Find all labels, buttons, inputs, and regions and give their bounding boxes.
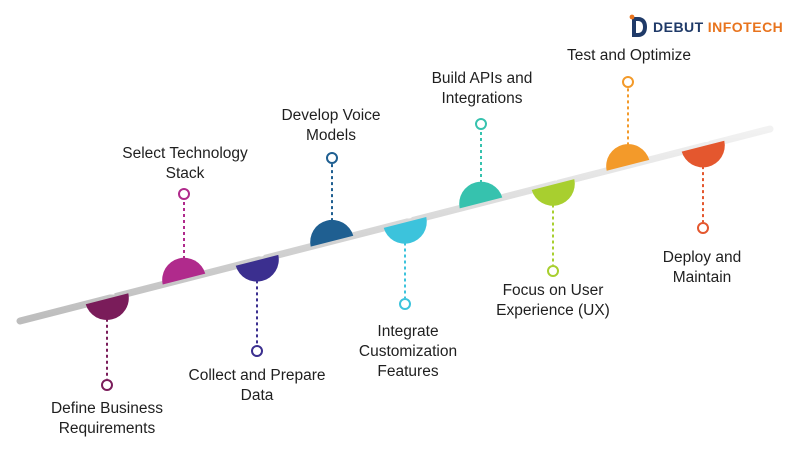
step-06-badge [459, 181, 503, 209]
step-06-label: Build APIs and Integrations [431, 70, 533, 107]
step-01-number: 01 [99, 282, 115, 298]
step-07-badge [531, 179, 575, 206]
step-03-pin [251, 345, 263, 357]
step-04-badge [310, 219, 354, 247]
step-03: 03 [235, 243, 279, 357]
step-02-label: Select Technology Stack [122, 145, 248, 182]
step-04: 04 [310, 152, 354, 259]
step-08-number: 08 [620, 167, 636, 183]
step-09-number: 09 [695, 129, 711, 145]
step-01: 01 [85, 282, 129, 391]
step-03-number: 03 [249, 243, 265, 259]
step-05-pin [399, 298, 411, 310]
step-01-label: Define Business Requirements [50, 400, 164, 437]
step-03-label: Collect and Prepare Data [188, 367, 326, 404]
step-08-label: Test and Optimize [566, 47, 692, 64]
step-04-number: 04 [324, 243, 340, 259]
step-02-badge [162, 257, 206, 285]
step-09-label: Deploy and Maintain [662, 249, 742, 286]
step-09: 09 [681, 129, 725, 234]
step-06-number: 06 [473, 205, 489, 221]
step-02-pin [178, 188, 190, 200]
step-06-pin [475, 118, 487, 130]
step-07-label: Focus on User Experience (UX) [496, 282, 610, 319]
step-07: 07 [531, 168, 575, 277]
step-09-badge [681, 140, 725, 168]
step-01-pin [101, 379, 113, 391]
step-09-pin [697, 222, 709, 234]
step-05-number: 05 [397, 205, 413, 221]
step-08: 08 [606, 76, 650, 183]
step-04-label: Develop Voice Models [281, 107, 381, 144]
debut-logo-icon [629, 14, 647, 37]
step-02: 02 [162, 188, 206, 297]
step-08-pin [622, 76, 634, 88]
step-05-badge [383, 217, 427, 244]
step-07-number: 07 [545, 168, 561, 184]
brand-word1: DEBUT [653, 19, 704, 35]
step-06: 06 [459, 118, 503, 221]
step-05-label: Integrate Customization Features [358, 323, 458, 380]
step-03-badge [235, 254, 279, 282]
brand-word2: INFOTECH [707, 19, 784, 35]
step-05: 05 [383, 205, 427, 310]
step-08-badge [606, 144, 650, 171]
step-02-number: 02 [176, 281, 192, 297]
step-07-pin [547, 265, 559, 277]
step-04-pin [326, 152, 338, 164]
step-01-badge [85, 293, 129, 320]
